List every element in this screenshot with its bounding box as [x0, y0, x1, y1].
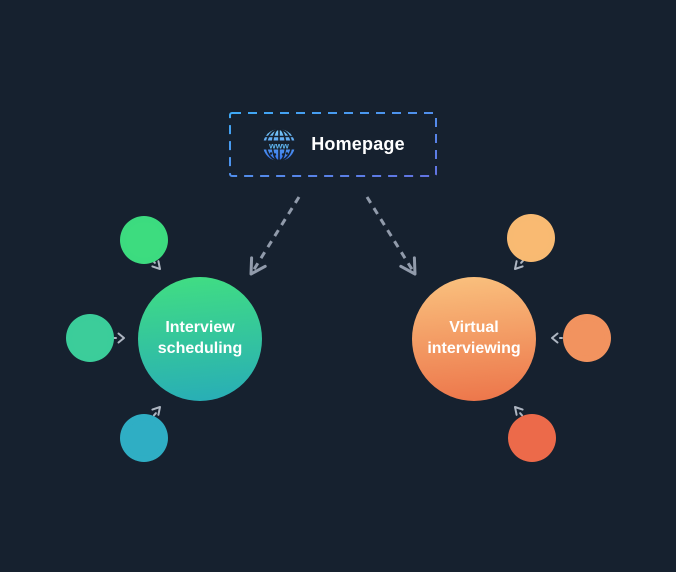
- satellite-node-left-bottom[interactable]: [120, 414, 168, 462]
- globe-www-text: www: [268, 140, 289, 150]
- node-interview-scheduling-label: Interview scheduling: [157, 319, 243, 357]
- satellite-node-right-bottom[interactable]: [508, 414, 556, 462]
- node-virtual-interviewing[interactable]: Virtual interviewing: [412, 277, 536, 401]
- satellite-node-left-middle[interactable]: [66, 314, 114, 362]
- node-interview-scheduling[interactable]: Interview scheduling: [138, 277, 262, 401]
- homepage-node[interactable]: www Homepage: [229, 112, 437, 177]
- satellite-node-left-top[interactable]: [120, 216, 168, 264]
- satellite-node-right-top[interactable]: [507, 214, 555, 262]
- homepage-node-border: [229, 112, 437, 177]
- homepage-label: Homepage: [311, 134, 405, 154]
- satellite-node-right-middle[interactable]: [563, 314, 611, 362]
- node-virtual-interviewing-label: Virtual interviewing: [427, 319, 521, 357]
- connector-homepage-to-virtual-interviewing: [365, 196, 417, 276]
- globe-www-icon: www: [262, 127, 297, 162]
- connector-homepage-to-interview-scheduling: [249, 196, 301, 276]
